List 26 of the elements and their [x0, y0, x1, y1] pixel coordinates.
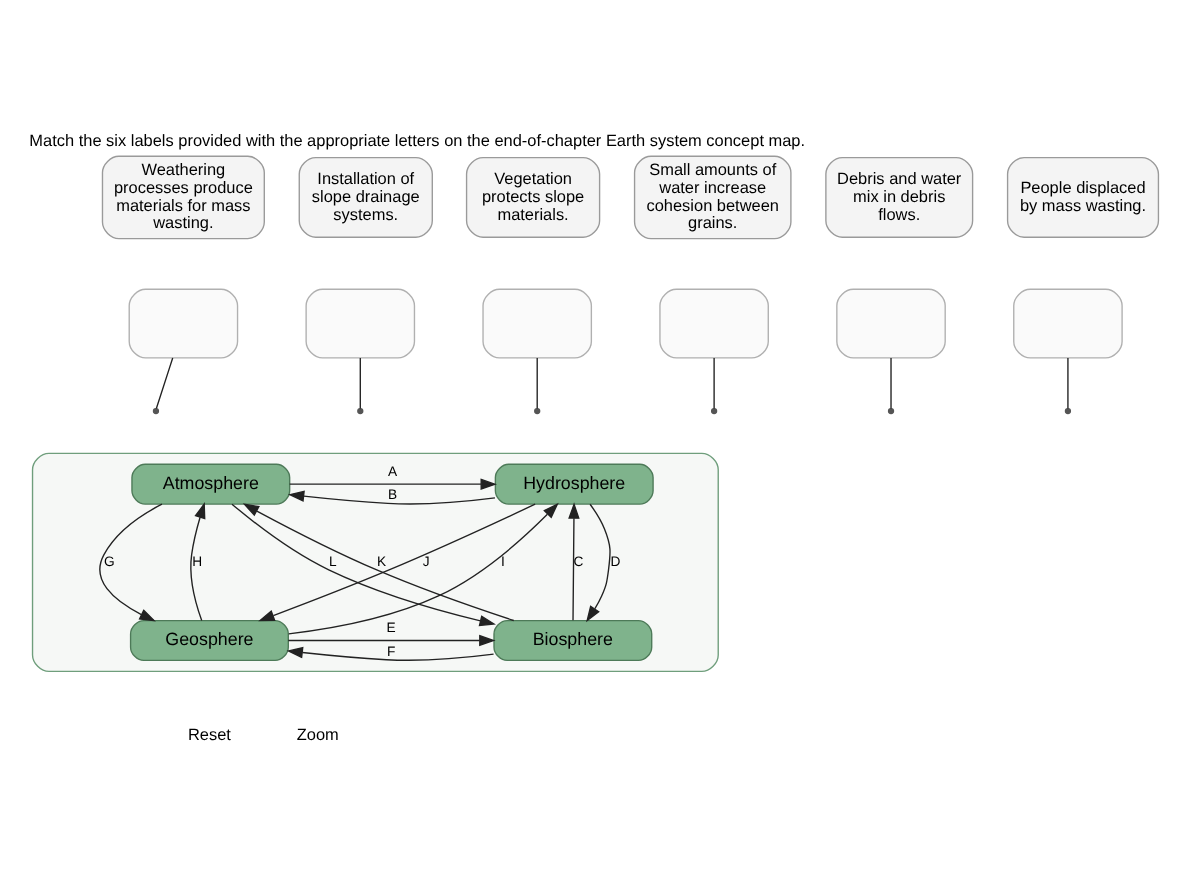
- node-box: [482, 288, 593, 359]
- connector: [359, 357, 361, 410]
- node-box: Atmosphere: [131, 463, 291, 505]
- arrow: [99, 503, 163, 622]
- connector: [713, 357, 715, 410]
- node-box: Hydrosphere: [494, 463, 654, 505]
- connector: [890, 357, 892, 410]
- arrow: [286, 646, 495, 661]
- cluster: [31, 452, 719, 673]
- connector: [1067, 357, 1069, 410]
- connector: [536, 357, 538, 410]
- node-box: Biosphere: [493, 619, 653, 662]
- node-box: [128, 288, 239, 359]
- node-box: [305, 288, 416, 359]
- node-box: Geosphere: [129, 619, 289, 662]
- arrow: [568, 502, 580, 621]
- arrow: [287, 490, 496, 505]
- connector: [155, 357, 174, 410]
- arrow: [190, 502, 206, 622]
- node-box: [1013, 288, 1123, 359]
- arrow: [289, 478, 497, 490]
- node-box: [659, 288, 769, 359]
- arrow: [288, 502, 559, 635]
- node-box: [836, 288, 946, 359]
- arrow: [287, 634, 496, 647]
- arrow: [586, 503, 611, 623]
